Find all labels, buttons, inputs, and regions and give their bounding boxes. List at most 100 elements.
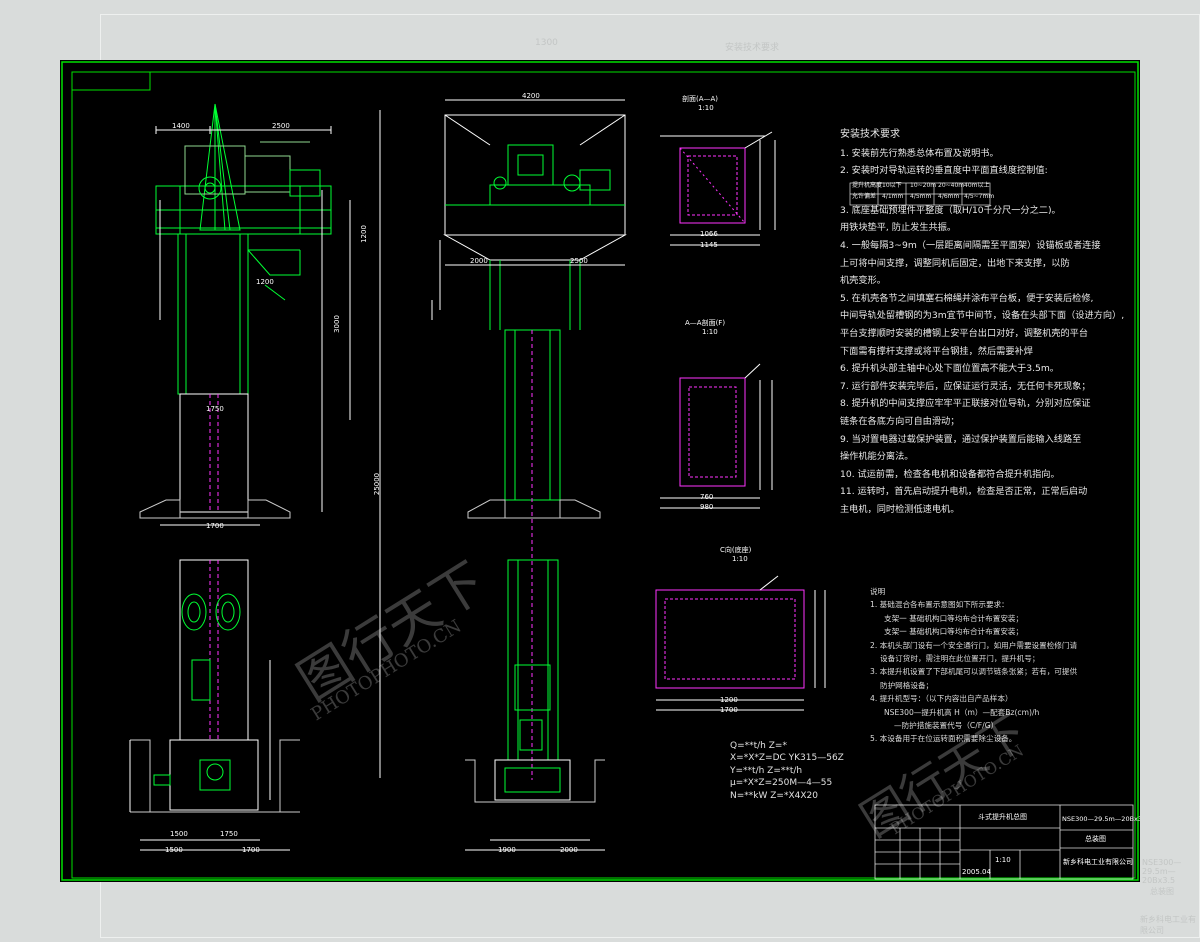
section-1-title: 剖面(A—A) [682,95,719,103]
dim-right-bottom-2: 2000 [560,846,578,854]
title-block-company: 新乡科电工业有限公司 [1063,858,1133,866]
dim-left-bottom-1: 1500 [165,846,183,854]
desc-item: 1. 基础混合各布置示意图如下所示要求： [870,600,1009,610]
tol-cell: 4/5mm [910,192,932,200]
desc-item: 5. 本设备用于在位运转面积需要除尘设备。 [870,734,1017,744]
cad-drawing-sheet: 剖面(A—A) 1:10 A—A剖面(F) 1:10 C向(底座) 1:10 1… [60,60,1140,882]
note-item: 11. 运转时，首先启动提升电机，检查是否正常，正常后启动 [840,486,1088,498]
desc-item: 2. 本机头部门设有一个安全通行门，如用户需要设置检修门请 [870,640,1078,650]
note-item: 10. 试运前需，检查各电机和设备都符合提升机指向。 [840,468,1060,480]
note-item: 3. 底座基础预埋件平整度（取H/10千分尺一分之二)。 [840,204,1061,216]
dim-view-b-w: 760 [700,493,714,501]
dim-left-base-1: 1700 [206,522,224,530]
tol-cell: 4/1mm [882,192,904,200]
title-block-drawing-no: NSE300—29.5m—20Bx3.5 [1062,815,1140,823]
middle-elevation [431,99,627,851]
dim-right-top: 4200 [522,92,540,100]
note-item: 上可将中间支撑，调整同机后固定，出地下来支撑，以防 [840,257,1070,269]
desc-item: 防护网格设备； [880,680,934,690]
desc-item: NSE300—提升机高 H（m）—配套Bz(cm)/h [884,707,1040,717]
note-item: 用铁块垫平, 防止发生共振。 [840,222,957,234]
note-item: 9. 当对置电器过载保护装置，通过保护装置后能输入线路至 [840,433,1082,445]
left-elevation [129,103,381,851]
desc-item: 3. 本提升机设置了下部机尾可以调节链条张紧；若有，可提供 [870,667,1078,677]
dim-view-b-w2: 980 [700,503,714,511]
note-item: 中间导轨处留槽钢的为3m宜节中间节，设备在头部下面（设进方向）, [840,310,1125,322]
spec-line: Y=**t/h Z=**t/h [730,765,803,776]
note-item: 主电机，同时检测低速电机。 [840,503,960,515]
description-notes: 说明 1. 基础混合各布置示意图如下所示要求： 支架一 基础机构口等均布合计布置… [870,585,1120,746]
desc-item: 支架一 基础机构口等均布合计布置安装； [884,613,1024,623]
spec-block: Q=**t/h Z=* X=*X*Z=DC YK315—56Z Y=**t/h … [730,740,844,802]
corner-box [71,71,151,91]
dim-view-a-w2: 1145 [700,241,718,249]
note-item: 6. 提升机头部主轴中心处下面位置高不能大于3.5m。 [840,363,1059,375]
title-block-drawing-name: 总装图 [1085,835,1106,843]
spec-line: X=*X*Z=DC YK315—56Z [730,753,844,764]
outer-border [61,61,1139,881]
dim-left-width-1: 1200 [256,278,274,286]
dim-left-base-2: 1500 [170,830,188,838]
dim-left-top-1: 1400 [172,122,190,130]
tol-header: 20~40m [938,181,965,189]
note-item: 操作机能分离法。 [840,451,914,463]
background-company: 新乡科电工业有限公司 [1140,915,1196,935]
dim-base-width-2: 1700 [720,706,738,714]
dim-left-h1: 3000 [332,315,341,333]
desc-item: —防护措施装置代号（C/F/G） [894,721,999,731]
section-2-scale: 1:10 [702,328,718,336]
section-view-1 [660,131,776,246]
dim-left-bottom-2: 1700 [242,846,260,854]
desc-item: 设备订货时，需注明在此位置开门，提升机号； [880,654,1040,664]
section-3-title: C向(底座) [720,546,752,554]
dim-right-bottom-1: 1900 [498,846,516,854]
section-view-2 [660,363,773,509]
spec-line: Q=**t/h Z=* [730,741,787,751]
note-item: 2. 安装时对导轨运转的垂直度中平面直线度控制值: [840,165,1048,177]
spec-line: μ=*X*Z=250M—4—55 [730,778,833,789]
cad-drawing [61,61,1139,881]
section-2-title: A—A剖面(F) [685,319,726,327]
dim-left-h2: 1200 [359,225,368,243]
note-item: 7. 运行部件安装完毕后，应保证运行灵活，无任何卡死现象； [840,380,1091,392]
title-block-date: 2005.04 [962,868,991,876]
title-block-project: 斗式提升机总图 [978,813,1027,821]
install-notes-title: 安装技术要求 [840,129,900,140]
dim-left-height: 25000 [373,472,382,496]
tol-cell: 4/6mm [938,192,960,200]
dim-right-mid-1: 2000 [470,257,488,265]
tol-header: 10以下 [882,181,902,189]
note-item: 5. 在机壳各节之间填塞石棉绳并涂布平台板，便于安装后检修, [840,292,1094,304]
note-item: 下面需有撑杆支撑或将平台钢挂，然后需要补焊 [840,345,1033,357]
title-block-scale: 1:10 [995,856,1011,864]
tol-header: 10~20m [910,181,937,189]
title-block-grid [874,804,1134,880]
tol-header: 40m以上 [964,181,990,189]
background-drawing-no: NSE300—29.5m—20Bx3.5 [1142,858,1182,885]
note-item: 链条在各底方向可自由滑动； [840,415,960,427]
tol-cell: 允许偏差 [852,192,877,200]
note-item: 1. 安装前先行熟悉总体布置及说明书。 [840,147,999,159]
desc-item: 支架一 基础机构口等均布合计布置安装； [884,627,1024,637]
dim-base-width-1: 1200 [720,696,738,704]
note-item: 机壳变形。 [840,275,886,287]
section-3-scale: 1:10 [732,555,748,563]
spec-line: N=**kW Z=*X4X20 [730,790,818,801]
background-drawing-name: 总装图 [1150,887,1174,896]
tolerance-table [849,182,991,206]
dim-left-base-3: 1750 [220,830,238,838]
dim-left-shaft: 1750 [206,405,224,413]
section-1-scale: 1:10 [698,104,714,112]
description-title: 说明 [870,587,886,596]
tol-header: 提升机高度 [852,181,883,189]
dim-view-a-w: 1066 [700,230,718,238]
dim-left-top-2: 2500 [272,122,290,130]
background-label: 安装技术要求 [725,43,780,53]
install-notes: 安装技术要求 1. 安装前先行熟悉总体布置及说明书。 2. 安装时对导轨运转的垂… [840,126,1140,518]
desc-item: 4. 提升机型号：（以下内容出自产品样本） [870,694,1013,704]
tolerance-table-text: 提升机高度 10以下 10~20m 20~40m 40m以上 允许偏差 4/1m… [840,180,1140,202]
note-item: 4. 一般每隔3~9m（一层距离间隔需至平面架）设锚板或者连接 [840,239,1101,251]
note-item: 8. 提升机的中间支撑应牢牢平正联接对位导轨，分别对应保证 [840,398,1091,410]
tol-cell: 4/5~7mm [964,192,995,200]
inner-border [71,71,1136,879]
